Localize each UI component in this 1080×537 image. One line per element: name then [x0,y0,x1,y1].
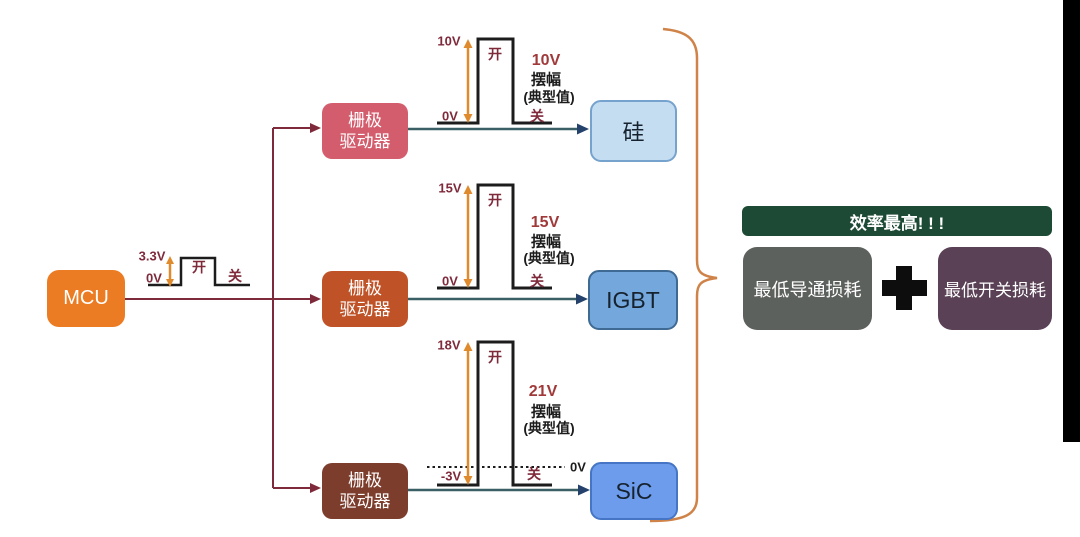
switching-loss-label: 最低开关损耗 [944,281,1046,300]
si-swing-arrow-top [463,39,473,48]
si-off-label: 关 [530,108,544,124]
gate-driver-bottom-line2: 驱动器 [339,492,391,511]
efficiency-banner-label: 效率最高! ! ! [849,213,945,233]
gate-driver-top-label: 栅极 驱动器 [340,110,391,153]
efficiency-banner: 效率最高! ! ! [742,206,1052,236]
igbt-off-label: 关 [530,273,544,289]
mcu-swing-arrow-top [166,256,174,264]
screenshot-black-edge-bar [1063,0,1080,442]
igbt-on-label: 开 [488,192,502,208]
gate-driver-top-line2: 驱动器 [339,132,391,151]
mcu-on-label: 开 [192,259,206,275]
igbt-high-voltage-label: 15V [438,180,462,196]
sic-gate-pulse-waveform [437,340,552,487]
sic-high-voltage-label: 18V [437,337,461,353]
device-igbt-label: IGBT [606,286,660,313]
sic-swing-arrow-top [463,342,473,351]
mcu-pulse-waveform [148,256,250,287]
si-on-label: 开 [488,46,502,62]
igbt-low-voltage-label: 0V [442,273,458,289]
conduction-loss-label: 最低导通损耗 [753,279,862,300]
arrowhead-to-driver-mid [310,294,321,304]
igbt-swing-arrow-bottom [463,279,473,288]
si-low-voltage-label: 0V [442,108,458,124]
arrowhead-to-driver-bot [310,483,321,493]
gate-driver-bottom-line1: 栅极 [348,470,382,490]
device-box-sic: SiC [590,462,678,520]
device-box-igbt: IGBT [588,270,678,330]
device-sic-label: SiC [615,477,653,504]
arrowhead-to-driver-top [310,123,321,133]
gate-driver-middle-line1: 栅极 [348,278,382,298]
sic-swing-label: 摆幅 [530,403,562,421]
mcu-swing-arrow-bottom [166,279,174,287]
sic-swing-arrow-bottom [463,476,473,485]
sic-zero-voltage-label: 0V [570,459,586,475]
device-si-label: 硅 [622,120,645,145]
igbt-swing-arrow-top [463,185,473,194]
gate-driver-box-bottom: 栅极 驱动器 [322,463,408,519]
si-gate-pulse-waveform [437,37,552,125]
gate-driver-middle-label: 栅极 驱动器 [340,278,391,321]
igbt-swing-label: 摆幅 [530,233,562,251]
gate-driver-box-top: 栅极 驱动器 [322,103,408,159]
sic-off-label: 关 [527,466,541,482]
igbt-swing-value: 15V [530,214,560,231]
igbt-swing-note: (典型值) [523,250,575,266]
mcu-box: MCU [47,270,125,327]
gate-driver-box-middle: 栅极 驱动器 [322,271,408,327]
mcu-label: MCU [63,287,109,309]
si-swing-note: (典型值) [523,89,575,105]
si-high-voltage-label: 10V [437,33,461,49]
conduction-loss-box: 最低导通损耗 [743,247,872,330]
arrowhead-to-si [577,123,589,135]
gate-driver-top-line1: 栅极 [348,110,382,130]
device-box-si: 硅 [590,100,677,162]
arrowhead-to-sic [578,484,590,496]
gate-driver-middle-line2: 驱动器 [339,300,391,319]
gate-driver-bottom-label: 栅极 驱动器 [340,470,391,513]
arrowhead-to-igbt [576,293,588,305]
plus-icon [882,266,927,310]
si-swing-label: 摆幅 [530,71,562,89]
sic-swing-value: 21V [528,383,558,400]
mcu-high-voltage-label: 3.3V [138,248,166,264]
sic-low-voltage-label: -3V [440,468,462,484]
switching-loss-box: 最低开关损耗 [938,247,1052,330]
grouping-brace [649,27,718,523]
sic-on-label: 开 [488,349,502,365]
mcu-low-voltage-label: 0V [146,270,162,286]
si-swing-arrow-bottom [463,114,473,123]
igbt-gate-pulse-waveform [437,183,552,290]
mcu-off-label: 关 [228,268,242,284]
si-swing-value: 10V [531,52,561,69]
sic-swing-note: (典型值) [523,420,575,436]
